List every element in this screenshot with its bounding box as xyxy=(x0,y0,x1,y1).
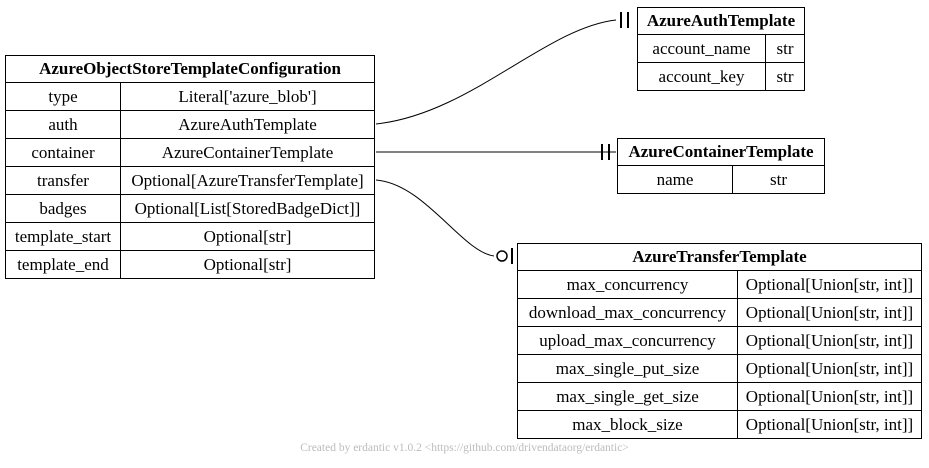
field-type-cell: Optional[List[StoredBadgeDict]] xyxy=(120,195,374,222)
edge-transfer-path xyxy=(375,179,495,257)
field-type-cell: AzureContainerTemplate xyxy=(120,139,374,166)
field-row: account_key str xyxy=(638,62,804,90)
field-type-cell: Optional[str] xyxy=(120,223,374,250)
entity-table-azure-auth-template: AzureAuthTemplate account_name str accou… xyxy=(637,7,805,91)
field-row: name str xyxy=(618,165,824,193)
field-name-cell: download_max_concurrency xyxy=(528,303,727,322)
field-name-cell: badges xyxy=(39,199,87,218)
entity-table-azure-transfer-template: AzureTransferTemplate max_concurrency Op… xyxy=(517,243,922,439)
entity-title: AzureObjectStoreTemplateConfiguration xyxy=(39,59,341,78)
entity-title: AzureTransferTemplate xyxy=(632,247,807,266)
field-row: max_single_put_size Optional[Union[str, … xyxy=(518,354,921,382)
field-type-cell: str xyxy=(732,166,824,193)
field-row: badges Optional[List[StoredBadgeDict]] xyxy=(6,194,374,222)
field-row: download_max_concurrency Optional[Union[… xyxy=(518,298,921,326)
field-name-cell: transfer xyxy=(37,171,89,190)
field-name-cell: upload_max_concurrency xyxy=(539,331,716,350)
field-row: template_end Optional[str] xyxy=(6,250,374,278)
field-row: max_concurrency Optional[Union[str, int]… xyxy=(518,270,921,298)
field-row: transfer Optional[AzureTransferTemplate] xyxy=(6,166,374,194)
relationship-edge-auth xyxy=(375,12,629,125)
cardinality-zero-circle-icon xyxy=(496,250,508,262)
field-name-cell: max_single_put_size xyxy=(555,359,700,378)
field-type-cell: Optional[str] xyxy=(120,251,374,278)
entity-table-azure-object-store-template-configuration: AzureObjectStoreTemplateConfiguration ty… xyxy=(5,55,375,279)
field-type-cell: str xyxy=(765,35,804,62)
field-row: template_start Optional[str] xyxy=(6,222,374,250)
field-name-cell: max_single_get_size xyxy=(556,387,699,406)
field-name-cell: max_concurrency xyxy=(566,275,689,294)
field-row: container AzureContainerTemplate xyxy=(6,138,374,166)
field-type-cell: str xyxy=(765,63,804,90)
edge-auth-path xyxy=(375,19,617,125)
field-row: account_name str xyxy=(638,34,804,62)
field-type-cell: Optional[Union[str, int]] xyxy=(737,355,921,382)
field-name-cell: max_block_size xyxy=(572,415,683,434)
field-name-cell: account_name xyxy=(652,39,751,58)
diagram-credit-text: Created by erdantic v1.0.2 <https://gith… xyxy=(300,442,629,454)
field-type-cell: Literal['azure_blob'] xyxy=(120,83,374,110)
field-type-cell: Optional[Union[str, int]] xyxy=(737,411,921,438)
field-type-cell: Optional[Union[str, int]] xyxy=(737,327,921,354)
relationship-edge-container xyxy=(376,144,616,160)
entity-title: AzureAuthTemplate xyxy=(646,11,796,30)
field-type-cell: Optional[Union[str, int]] xyxy=(737,299,921,326)
field-type-cell: Optional[AzureTransferTemplate] xyxy=(120,167,374,194)
field-row: upload_max_concurrency Optional[Union[st… xyxy=(518,326,921,354)
field-row: max_single_get_size Optional[Union[str, … xyxy=(518,382,921,410)
field-name-cell: template_start xyxy=(14,227,112,246)
field-type-cell: Optional[Union[str, int]] xyxy=(737,271,921,298)
entity-table-azure-container-template: AzureContainerTemplate name str xyxy=(617,138,825,194)
field-type-cell: AzureAuthTemplate xyxy=(120,111,374,138)
field-name-cell: name xyxy=(656,170,694,189)
relationship-edge-transfer xyxy=(375,179,513,264)
field-row: auth AzureAuthTemplate xyxy=(6,110,374,138)
field-name-cell: account_key xyxy=(658,67,745,86)
field-name-cell: container xyxy=(31,143,95,162)
field-name-cell: template_end xyxy=(17,255,109,274)
field-name-cell: type xyxy=(48,87,78,106)
field-type-cell: Optional[Union[str, int]] xyxy=(737,383,921,410)
field-row: type Literal['azure_blob'] xyxy=(6,82,374,110)
entity-title: AzureContainerTemplate xyxy=(628,142,814,161)
field-row: max_block_size Optional[Union[str, int]] xyxy=(518,410,921,438)
field-name-cell: auth xyxy=(48,115,78,134)
